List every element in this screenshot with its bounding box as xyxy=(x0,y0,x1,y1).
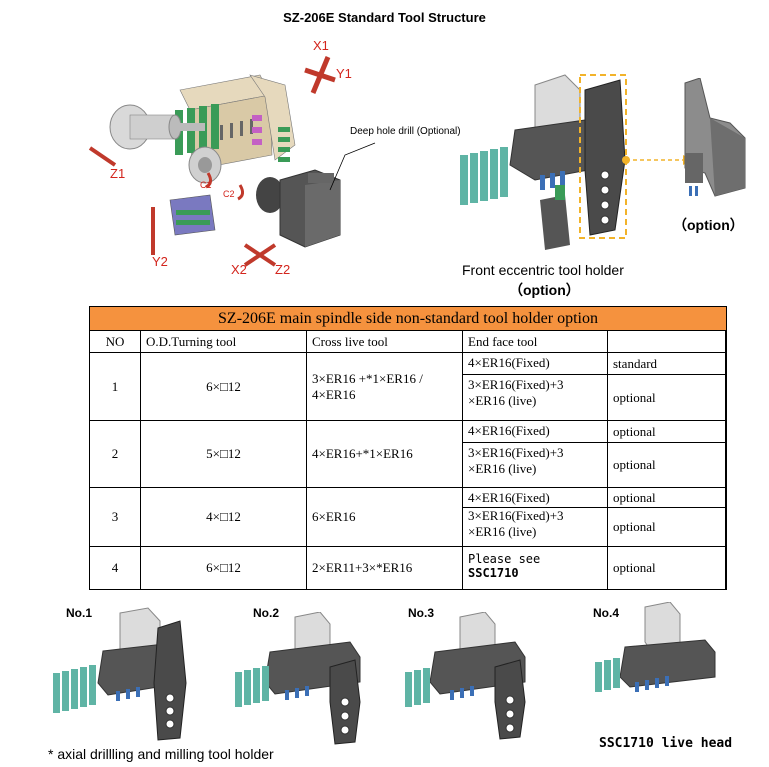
label-y1: Y1 xyxy=(336,66,352,81)
back-tool-plate xyxy=(169,194,216,236)
header-no: NO xyxy=(90,331,141,353)
sub-spindle xyxy=(256,169,341,248)
row3-end-a: 4×ER16(Fixed) xyxy=(463,488,608,508)
row3-end-b: 3×ER16(Fixed)+3 ×ER16 (live) xyxy=(463,508,608,547)
config-3-image xyxy=(405,612,526,740)
row4-end-please-see: Please see xyxy=(468,552,541,566)
row3-status-a: optional xyxy=(608,488,726,508)
label-z1: Z1 xyxy=(110,166,126,181)
label-deep-hole-drill: Deep hole drill (Optional) xyxy=(350,126,461,137)
header-status xyxy=(608,331,726,353)
label-c2: C2 xyxy=(223,189,235,199)
drill-bits xyxy=(220,119,253,140)
row4-cross: 2×ER11+3×*ER16 xyxy=(307,547,463,589)
row4-status: optional xyxy=(608,547,726,589)
config-4-image xyxy=(595,602,716,692)
config-label-2: No.2 xyxy=(253,606,280,620)
row2-status-b: optional xyxy=(608,443,726,488)
label-c1: C1 xyxy=(200,180,212,190)
header-od-turning: O.D.Turning tool xyxy=(141,331,307,353)
ssc1710-label: SSC1710 live head xyxy=(599,736,733,751)
row1-end-b: 3×ER16(Fixed)+3 ×ER16 (live) xyxy=(463,375,608,421)
config-label-3: No.3 xyxy=(408,606,435,620)
config-label-4: No.4 xyxy=(593,606,620,620)
tool-structure-diagram xyxy=(88,56,376,267)
row2-end-a: 4×ER16(Fixed) xyxy=(463,421,608,443)
row4-od: 6×□12 xyxy=(141,547,307,589)
label-x1: X1 xyxy=(313,38,329,53)
row1-od: 6×□12 xyxy=(141,353,307,421)
row1-cross: 3×ER16 +*1×ER16 / 4×ER16 xyxy=(307,353,463,421)
config-label-1: No.1 xyxy=(66,606,93,620)
row3-status-b: optional xyxy=(608,508,726,547)
row1-end-a: 4×ER16(Fixed) xyxy=(463,353,608,375)
row1-status-b: optional xyxy=(608,375,726,421)
front-holder-option: （option） xyxy=(509,282,580,298)
cross-live-tools xyxy=(252,115,290,162)
header-cross-live: Cross live tool xyxy=(307,331,463,353)
row4-end: Please see SSC1710 xyxy=(463,547,608,589)
main-spindle xyxy=(109,104,222,184)
label-z2: Z2 xyxy=(275,262,291,277)
row1-no: 1 xyxy=(90,353,141,421)
row2-od: 5×□12 xyxy=(141,421,307,488)
row2-no: 2 xyxy=(90,421,141,488)
row2-end-b: 3×ER16(Fixed)+3 ×ER16 (live) xyxy=(463,443,608,488)
tool-holder-option-table: SZ-206E main spindle side non-standard t… xyxy=(89,306,727,590)
row3-cross: 6×ER16 xyxy=(307,488,463,547)
dashed-highlight-box xyxy=(579,74,627,239)
page-title: SZ-206E Standard Tool Structure xyxy=(283,10,486,25)
side-option-holder-image xyxy=(684,78,746,197)
footnote-axial: * axial drillling and milling tool holde… xyxy=(48,746,274,762)
row2-status-a: optional xyxy=(608,421,726,443)
row3-no: 3 xyxy=(90,488,141,547)
table-title: SZ-206E main spindle side non-standard t… xyxy=(90,307,726,331)
label-x2: X2 xyxy=(231,262,247,277)
row3-od: 4×□12 xyxy=(141,488,307,547)
deep-hole-pointer xyxy=(329,142,376,191)
config-1-image xyxy=(53,607,187,741)
side-holder-option: （option） xyxy=(673,217,744,233)
front-eccentric-holder-image xyxy=(460,74,693,250)
header-end-face: End face tool xyxy=(463,331,608,353)
row2-cross: 4×ER16+*1×ER16 xyxy=(307,421,463,488)
config-2-image xyxy=(235,612,361,745)
front-holder-caption: Front eccentric tool holder xyxy=(462,262,624,278)
label-y2: Y2 xyxy=(152,254,168,269)
row4-no: 4 xyxy=(90,547,141,589)
row4-end-ref: SSC1710 xyxy=(468,566,519,580)
row1-status-a: standard xyxy=(608,353,726,375)
axis-arrows xyxy=(88,56,336,267)
